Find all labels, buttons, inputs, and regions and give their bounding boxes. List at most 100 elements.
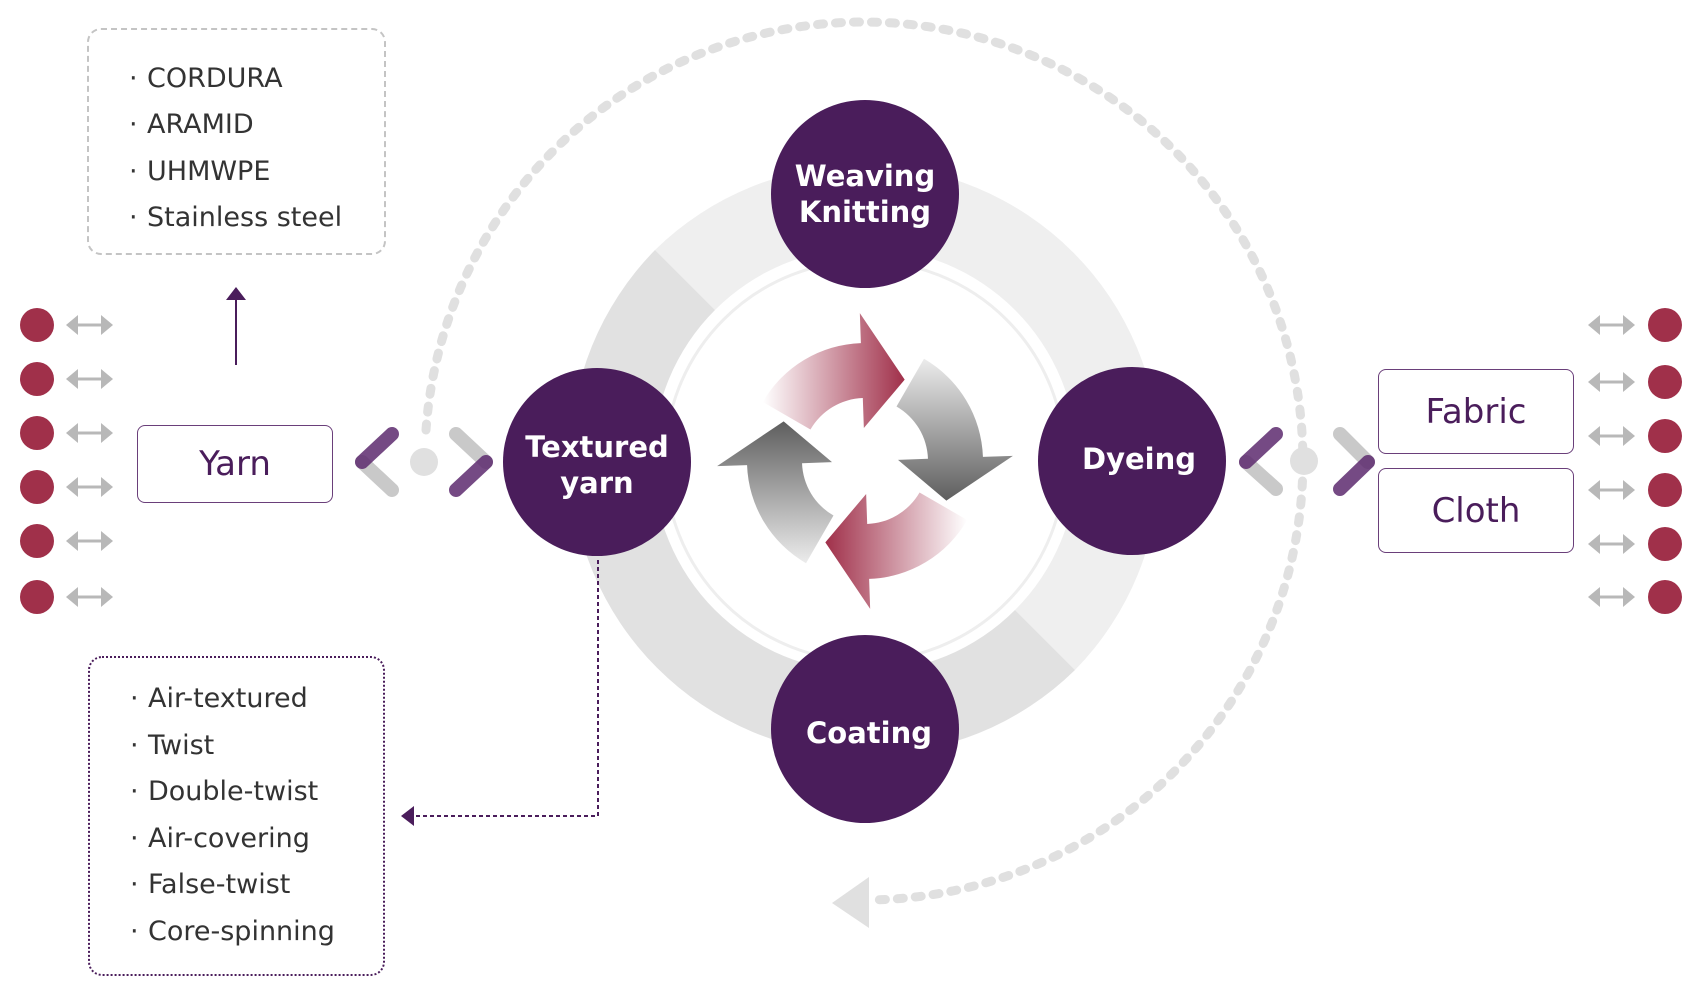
arrow-left-icon bbox=[401, 806, 414, 826]
connector-dot bbox=[1290, 447, 1318, 475]
ring-segment-light bbox=[655, 165, 1160, 670]
arrowhead-right bbox=[1623, 426, 1635, 446]
list-item: ·Air-covering bbox=[130, 816, 335, 863]
double-arrow-icon bbox=[66, 531, 113, 551]
list-item: ·CORDURA bbox=[129, 56, 342, 102]
list-item: ·Stainless steel bbox=[129, 195, 342, 241]
list-item-text: ARAMID bbox=[147, 109, 254, 141]
bullet: · bbox=[129, 202, 138, 234]
arrowhead-left bbox=[1588, 315, 1600, 335]
arrow-up-icon bbox=[226, 287, 246, 300]
list-item: ·Double-twist bbox=[130, 769, 335, 816]
connector-red-dot bbox=[20, 580, 54, 614]
fabric-box[interactable]: Fabric bbox=[1378, 369, 1574, 454]
connector-dot bbox=[410, 448, 438, 476]
arrowhead-left bbox=[1588, 426, 1600, 446]
yarn-box[interactable]: Yarn bbox=[137, 425, 333, 503]
arrowhead-left bbox=[1588, 372, 1600, 392]
double-arrow-icon bbox=[66, 477, 113, 497]
dotted-return-arc bbox=[421, 17, 1308, 905]
chevron-left-upper-arm bbox=[355, 427, 399, 469]
arrowhead-left bbox=[66, 369, 78, 389]
arrowhead-right bbox=[101, 587, 113, 607]
yarn-label: Yarn bbox=[199, 444, 271, 484]
node-label-textured-yarn: Textured yarn bbox=[503, 429, 691, 501]
yarn-to-materials-arrow bbox=[226, 287, 246, 365]
arrowhead-right bbox=[1623, 315, 1635, 335]
node-dyeing[interactable] bbox=[1038, 367, 1226, 555]
node-label-line: Knitting bbox=[798, 195, 932, 229]
connector-red-dot bbox=[20, 362, 54, 396]
connector-red-dot bbox=[1648, 365, 1682, 399]
connector-yarn-to-textured bbox=[355, 427, 493, 497]
double-arrow-icon bbox=[1588, 587, 1635, 607]
list-item-text: False-twist bbox=[148, 869, 291, 901]
list-item-text: Core-spinning bbox=[148, 915, 335, 947]
cycle-arrow-bottom-icon bbox=[825, 492, 968, 609]
node-coating[interactable] bbox=[771, 635, 959, 823]
bullet: · bbox=[130, 683, 139, 714]
bullet: · bbox=[129, 109, 138, 141]
connector-red-dot bbox=[1648, 473, 1682, 507]
arrowhead-right bbox=[1623, 587, 1635, 607]
dotted-elbow-line bbox=[410, 560, 599, 817]
arrowhead-right bbox=[101, 423, 113, 443]
double-arrow-icon bbox=[1588, 315, 1635, 335]
connector-red-dot bbox=[1648, 580, 1682, 614]
arrowhead-right bbox=[101, 531, 113, 551]
connector-red-dot bbox=[20, 524, 54, 558]
list-item: ·UHMWPE bbox=[129, 149, 342, 195]
list-item: ·False-twist bbox=[130, 862, 335, 909]
bullet: · bbox=[130, 729, 139, 761]
connector-red-dot bbox=[20, 470, 54, 504]
double-arrow-icon bbox=[1588, 372, 1635, 392]
node-label-line: yarn bbox=[560, 466, 634, 500]
raw-materials-list: ·CORDURA · ARAMID ·UHMWPE ·Stainless stee… bbox=[87, 28, 386, 255]
chevron-right-lower-arm bbox=[1333, 455, 1375, 496]
connector-red-dot bbox=[1648, 527, 1682, 561]
arrowhead-right bbox=[1623, 480, 1635, 500]
connector-dyeing-to-output bbox=[1239, 427, 1375, 496]
chevron-left-upper-arm bbox=[1239, 427, 1283, 469]
arrowhead-left bbox=[1588, 480, 1600, 500]
list-item-text: Air-textured bbox=[148, 683, 308, 714]
bullet: · bbox=[129, 63, 138, 94]
double-arrow-icon bbox=[1588, 426, 1635, 446]
connector-red-dot bbox=[20, 308, 54, 342]
arrowhead-left bbox=[66, 531, 78, 551]
node-label-weaving-knitting: Weaving Knitting bbox=[771, 158, 959, 230]
node-label-line: Weaving bbox=[794, 159, 936, 193]
connector-red-dot bbox=[1648, 308, 1682, 342]
arrowhead-left bbox=[66, 423, 78, 443]
chevron-right-lower-arm bbox=[449, 455, 493, 497]
arrowhead-left bbox=[66, 587, 78, 607]
node-label-line: Coating bbox=[806, 716, 932, 750]
double-arrow-icon bbox=[1588, 480, 1635, 500]
texturing-methods-list: · Air-textured · Twist ·Double-twist ·Air-… bbox=[88, 656, 385, 976]
node-textured-yarn[interactable] bbox=[503, 368, 691, 556]
cycle-arrows bbox=[717, 313, 1013, 609]
list-item-text: Double-twist bbox=[148, 776, 319, 808]
connector-red-dot bbox=[1648, 419, 1682, 453]
node-weaving-knitting[interactable] bbox=[771, 100, 959, 288]
list-item: · Twist bbox=[130, 723, 335, 770]
list-item-text: Twist bbox=[148, 729, 215, 761]
double-arrow-icon bbox=[66, 315, 113, 335]
cloth-box[interactable]: Cloth bbox=[1378, 468, 1574, 553]
cloth-label: Cloth bbox=[1431, 490, 1521, 531]
cycle-arrow-top-icon bbox=[762, 313, 905, 430]
arrowhead-right bbox=[1623, 372, 1635, 392]
fabric-label: Fabric bbox=[1425, 391, 1527, 432]
connector-red-dot bbox=[20, 416, 54, 450]
double-arrow-icon bbox=[66, 587, 113, 607]
textured-to-methods-arrow bbox=[401, 560, 599, 826]
list-item: · ARAMID bbox=[129, 102, 342, 148]
bullet: · bbox=[129, 155, 138, 187]
return-path bbox=[421, 17, 1308, 928]
arrowhead-left bbox=[1588, 534, 1600, 554]
double-arrow-icon bbox=[1588, 534, 1635, 554]
node-label-line: Dyeing bbox=[1082, 442, 1196, 476]
arrowhead-right bbox=[101, 477, 113, 497]
right-connectors bbox=[1588, 308, 1682, 614]
arrowhead-right bbox=[1623, 534, 1635, 554]
